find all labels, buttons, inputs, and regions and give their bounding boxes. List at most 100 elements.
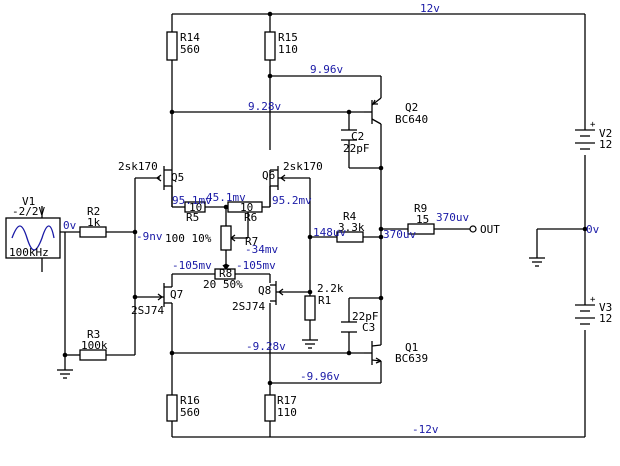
v2-plus-sign: +	[590, 120, 596, 130]
battery-v3	[575, 304, 595, 325]
label-r5-name: R5	[186, 211, 199, 224]
label-r3-name: R3	[87, 328, 100, 341]
voltage-q2-base: 9.96v	[310, 63, 343, 76]
label-r9-name: R9	[414, 202, 427, 215]
label-r4-name: R4	[343, 210, 357, 223]
voltage-bottom-rail: -12v	[412, 423, 439, 436]
resistor-r8	[214, 268, 236, 280]
label-q2-part: BC640	[395, 113, 428, 126]
resistor-r1	[304, 295, 316, 321]
label-r14-value: 560	[180, 43, 200, 56]
label-r17-name: R17	[277, 394, 297, 407]
label-r1-value: 2.2k	[317, 282, 344, 295]
label-r6-value: 10	[240, 201, 253, 214]
voltage-r7-top: 45.1mv	[206, 191, 246, 204]
voltage-feedback: 148uv	[313, 226, 346, 239]
label-q8-part: 2SJ74	[232, 300, 265, 313]
label-q8-name: Q8	[258, 284, 271, 297]
label-c3-value: 22pF	[352, 310, 379, 323]
resistor-r2	[79, 226, 107, 238]
jfet-q5	[156, 150, 173, 207]
label-r2-name: R2	[87, 205, 100, 218]
resistor-r17	[264, 394, 276, 422]
voltage-top-rail: 12v	[420, 2, 440, 15]
output-terminal[interactable]	[469, 225, 477, 233]
label-c2-name: C2	[351, 130, 364, 143]
resistors	[79, 31, 435, 422]
label-r1-name: R1	[318, 294, 331, 307]
label-r17-value: 110	[277, 406, 297, 419]
r7-wiper-arrow	[230, 234, 236, 242]
battery-v2	[575, 129, 595, 150]
junctions	[62, 11, 588, 386]
voltage-out-node: 370uv	[383, 228, 416, 241]
resistor-r4	[336, 231, 364, 243]
label-q5-name: Q5	[171, 171, 184, 184]
voltage-gate: -9nv	[136, 230, 163, 243]
voltage-input: 0v	[63, 219, 77, 232]
resistor-r9	[407, 223, 435, 235]
label-r15-name: R15	[278, 31, 298, 44]
jfet-q8	[270, 281, 284, 305]
label-q5-part: 2sk170	[118, 160, 158, 173]
label-r9-value: 15	[416, 213, 429, 226]
label-r5-value: 10	[189, 201, 202, 214]
resistor-r7	[220, 225, 232, 251]
voltage-q1-base: -9.96v	[300, 370, 340, 383]
label-q7-part: 2SJ74	[131, 304, 164, 317]
label-r15-value: 110	[278, 43, 298, 56]
label-q2-name: Q2	[405, 101, 418, 114]
voltage-r16-node: -9.28v	[246, 340, 286, 353]
voltage-r14-node: 9.28v	[248, 100, 281, 113]
label-v2-value: 12	[599, 138, 612, 151]
ground-icon	[302, 339, 318, 349]
label-r6-name: R6	[244, 211, 257, 224]
label-r16-value: 560	[180, 406, 200, 419]
voltage-q7-source: -105mv	[172, 259, 212, 272]
voltage-source-v1	[5, 217, 61, 259]
label-q6-name: Q6	[262, 169, 275, 182]
voltage-q8-source: -105mv	[236, 259, 276, 272]
output-label: OUT	[480, 223, 500, 236]
label-c2-value: 22pF	[343, 142, 370, 155]
resistor-r6	[227, 201, 263, 213]
label-r7-value: 100 10%	[165, 232, 212, 245]
voltage-load: 370uv	[436, 211, 469, 224]
ground-icon	[57, 369, 73, 379]
ground-icon	[529, 257, 545, 267]
label-v1-freq: 100kHz	[9, 246, 49, 259]
ground-symbols	[57, 257, 545, 379]
label-r14-name: R14	[180, 31, 200, 44]
transistors	[156, 97, 382, 365]
label-r7-name: R7	[245, 235, 258, 248]
label-r8-name: R8	[219, 267, 232, 280]
label-q7-name: Q7	[170, 288, 183, 301]
label-r16-name: R16	[180, 394, 200, 407]
voltage-ground-ref: 0v	[586, 223, 600, 236]
label-r2-value: 1k	[87, 216, 101, 229]
label-r3-value: 100k	[81, 339, 108, 352]
label-c3-name: C3	[362, 321, 375, 334]
capacitor-c3	[341, 321, 357, 333]
label-q6-part: 2sk170	[283, 160, 323, 173]
resistor-r15	[264, 31, 276, 61]
voltage-q5-source: 95.1mv	[172, 194, 212, 207]
label-v1-value: -2/2V	[12, 205, 45, 218]
resistor-r5	[184, 201, 206, 213]
component-labels: R14 560 R15 110 R2 1k R3 100k R5 10 R6 1…	[9, 31, 612, 419]
sine-wave-icon	[11, 225, 55, 251]
label-v3-name: V3	[599, 301, 612, 314]
label-v2-name: V2	[599, 127, 612, 140]
label-q1-name: Q1	[405, 341, 418, 354]
resistor-r14	[166, 31, 178, 61]
bjt-q1	[364, 341, 382, 365]
label-q1-part: BC639	[395, 352, 428, 365]
jfet-q6	[269, 166, 286, 207]
capacitors	[341, 129, 357, 333]
label-r4-value: 3.3k	[338, 221, 365, 234]
label-r8-value: 20 50%	[203, 278, 243, 291]
v3-plus-sign: +	[590, 295, 596, 305]
label-v3-value: 12	[599, 312, 612, 325]
voltage-r7-wiper: -34mv	[245, 243, 278, 256]
